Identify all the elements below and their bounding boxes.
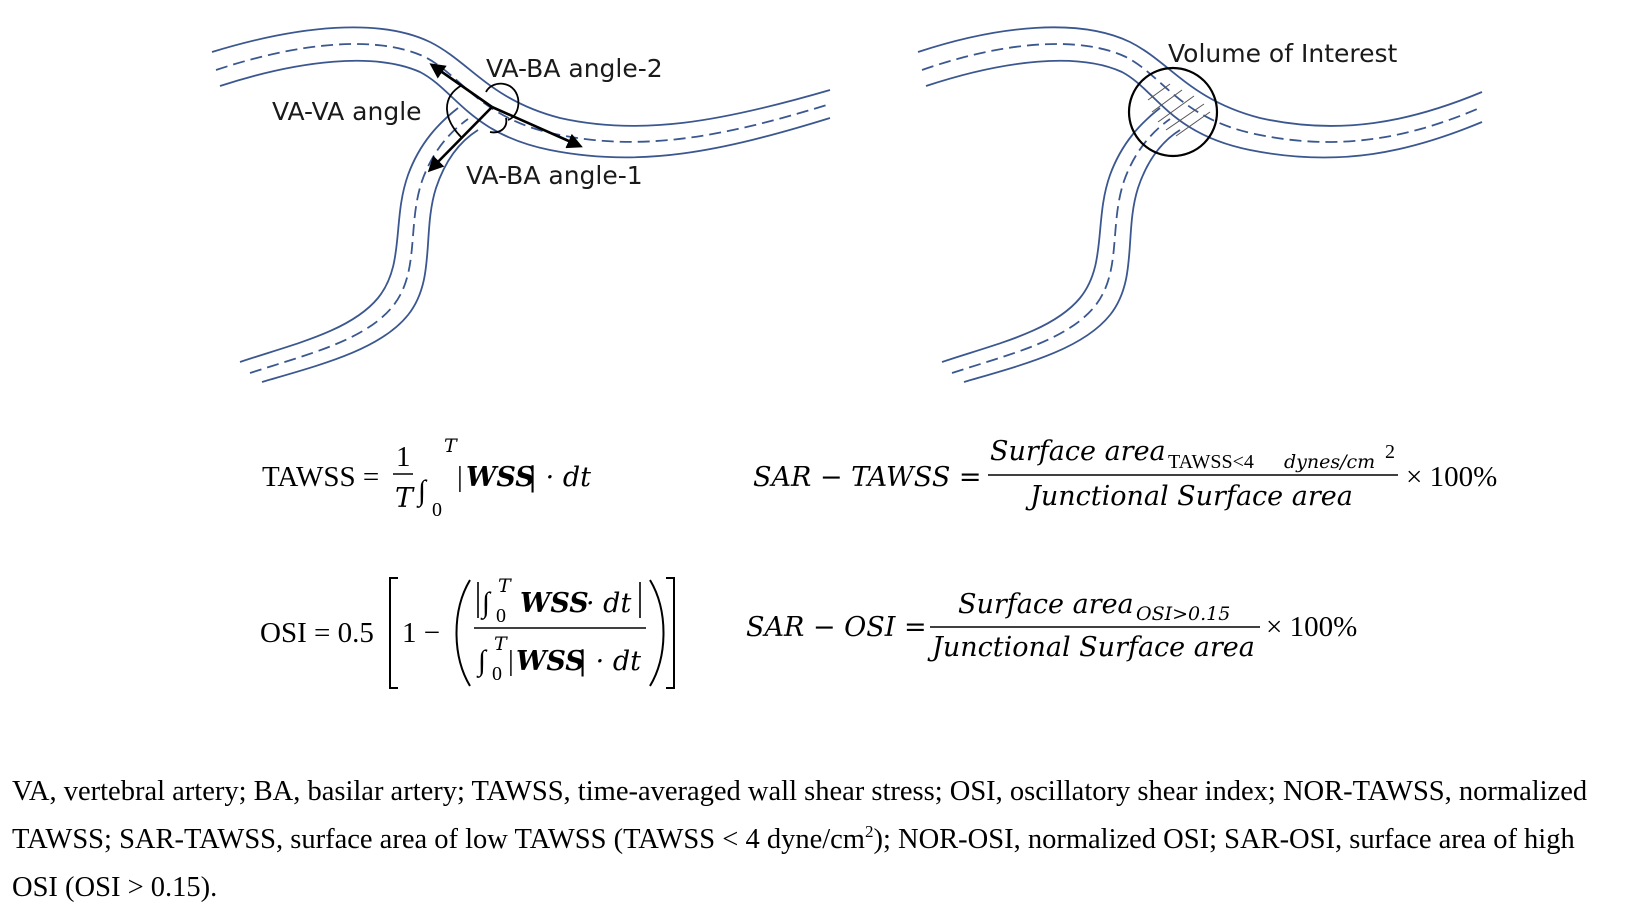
osi-one-minus: 1 − <box>402 617 440 649</box>
right-lower-vessel-wall-right <box>963 129 1181 383</box>
osi-den-integral: ∫ <box>476 645 488 678</box>
equation-sar-osi: SAR − OSI = Surface area OSI>0.15 Juncti… <box>746 589 1357 663</box>
right-lower-vessel-wall-left <box>941 107 1161 363</box>
sar-osi-tail: × 100% <box>1266 611 1357 643</box>
osi-right-paren <box>649 579 665 687</box>
caption-part-1: VA, vertebral artery; BA, basilar artery… <box>12 776 1588 855</box>
left-vessel-diagram: VA-BA angle-2 VA-VA angle VA-BA angle-1 <box>211 26 831 383</box>
osi-num-wss: WSS <box>520 588 589 619</box>
tawss-integral-sign: ∫ <box>416 475 428 508</box>
caption-superscript: 2 <box>864 822 874 841</box>
hatch-line <box>1157 95 1195 123</box>
right-lower-vessel-centerline <box>951 118 1171 374</box>
caption-part-2: ); NOR-OSI, normalized OSI; SAR-OSI, sur… <box>12 824 1575 903</box>
tawss-int-upper: T <box>444 435 458 457</box>
osi-num-int-lower: 0 <box>496 605 506 627</box>
left-lower-vessel-centerline <box>249 118 469 374</box>
right-upper-vessel-wall-top <box>917 26 1483 127</box>
tawss-frac-num: 1 <box>396 441 411 473</box>
osi-den-wss: WSS <box>516 646 585 677</box>
figure-caption: VA, vertebral artery; BA, basilar artery… <box>12 768 1622 912</box>
left-upper-vessel <box>211 26 831 159</box>
vector-right-arrow <box>491 105 583 149</box>
right-upper-vessel-wall-bottom <box>925 59 1483 159</box>
sar-tawss-num-sub-exp: 2 <box>1385 441 1395 463</box>
label-va-ba-angle-1: VA-BA angle-1 <box>466 161 643 190</box>
osi-den-int-lower: 0 <box>492 663 502 685</box>
osi-left-bracket <box>389 577 398 689</box>
osi-num-tail: · dt <box>586 588 631 619</box>
left-lower-vessel-wall-left <box>239 107 459 363</box>
va-ba-angle-2-arc <box>485 82 520 121</box>
junction-hatching <box>1147 83 1211 137</box>
sar-tawss-den: Junctional Surface area <box>1025 481 1353 512</box>
osi-den-bar-left: | <box>508 645 514 677</box>
label-volume-of-interest: Volume of Interest <box>1168 39 1398 68</box>
osi-num-int-upper: T <box>498 575 512 597</box>
right-upper-vessel <box>917 26 1483 159</box>
osi-num-integral: ∫ <box>480 587 492 620</box>
tawss-int-lower: 0 <box>432 499 442 521</box>
sar-osi-lhs: SAR − OSI = <box>746 612 927 643</box>
hatch-line <box>1165 103 1205 131</box>
va-va-angle-arc <box>446 84 463 139</box>
sar-tawss-tail: × 100% <box>1406 461 1497 493</box>
left-upper-vessel-wall-top <box>211 26 831 127</box>
right-vessel-diagram: Volume of Interest <box>917 26 1483 383</box>
equation-osi: OSI = 0.5 1 − ∫ T 0 WSS · dt ∫ T 0 | WSS… <box>260 575 675 689</box>
hatch-line <box>1175 111 1211 137</box>
tawss-bar-left: | <box>457 461 463 493</box>
osi-right-bracket <box>666 577 675 689</box>
left-lower-vessel <box>239 107 479 383</box>
label-va-va-angle: VA-VA angle <box>272 97 422 126</box>
right-lower-vessel <box>941 107 1181 383</box>
left-upper-vessel-wall-bottom <box>219 59 831 159</box>
left-lower-vessel-wall-right <box>261 129 479 383</box>
tawss-lhs: TAWSS = <box>262 461 379 493</box>
volume-of-interest-circle <box>1127 66 1219 158</box>
va-ba-angle-1-arc <box>489 117 508 134</box>
sar-osi-den: Junctional Surface area <box>927 632 1255 663</box>
angle-marks <box>427 63 583 173</box>
hatch-line <box>1151 89 1183 113</box>
sar-tawss-num-sub-unit: dynes/cm <box>1284 451 1375 473</box>
sar-osi-num-sub: OSI>0.15 <box>1136 603 1230 625</box>
sar-tawss-num-sub: TAWSS<4 <box>1168 451 1254 473</box>
sar-tawss-lhs: SAR − TAWSS = <box>753 462 982 493</box>
tawss-frac-den: T <box>395 483 415 514</box>
sar-tawss-num-main: Surface area <box>990 436 1166 467</box>
tawss-tail: | · dt <box>528 462 591 493</box>
osi-den-int-upper: T <box>494 633 508 655</box>
equation-sar-tawss: SAR − TAWSS = Surface area TAWSS<4 dynes… <box>753 436 1497 512</box>
right-upper-vessel-centerline <box>921 43 1483 143</box>
osi-lhs: OSI = 0.5 <box>260 617 374 649</box>
osi-den-tail: | · dt <box>578 646 641 677</box>
tawss-wss: WSS <box>466 462 535 493</box>
hatch-line <box>1147 83 1171 101</box>
label-va-ba-angle-2: VA-BA angle-2 <box>486 54 663 83</box>
osi-left-paren <box>455 579 471 687</box>
vector-down-left-arrow <box>427 106 493 173</box>
sar-osi-num-main: Surface area <box>958 589 1134 620</box>
equation-tawss: TAWSS = 1 T ∫ T 0 | WSS | · dt <box>262 435 591 521</box>
